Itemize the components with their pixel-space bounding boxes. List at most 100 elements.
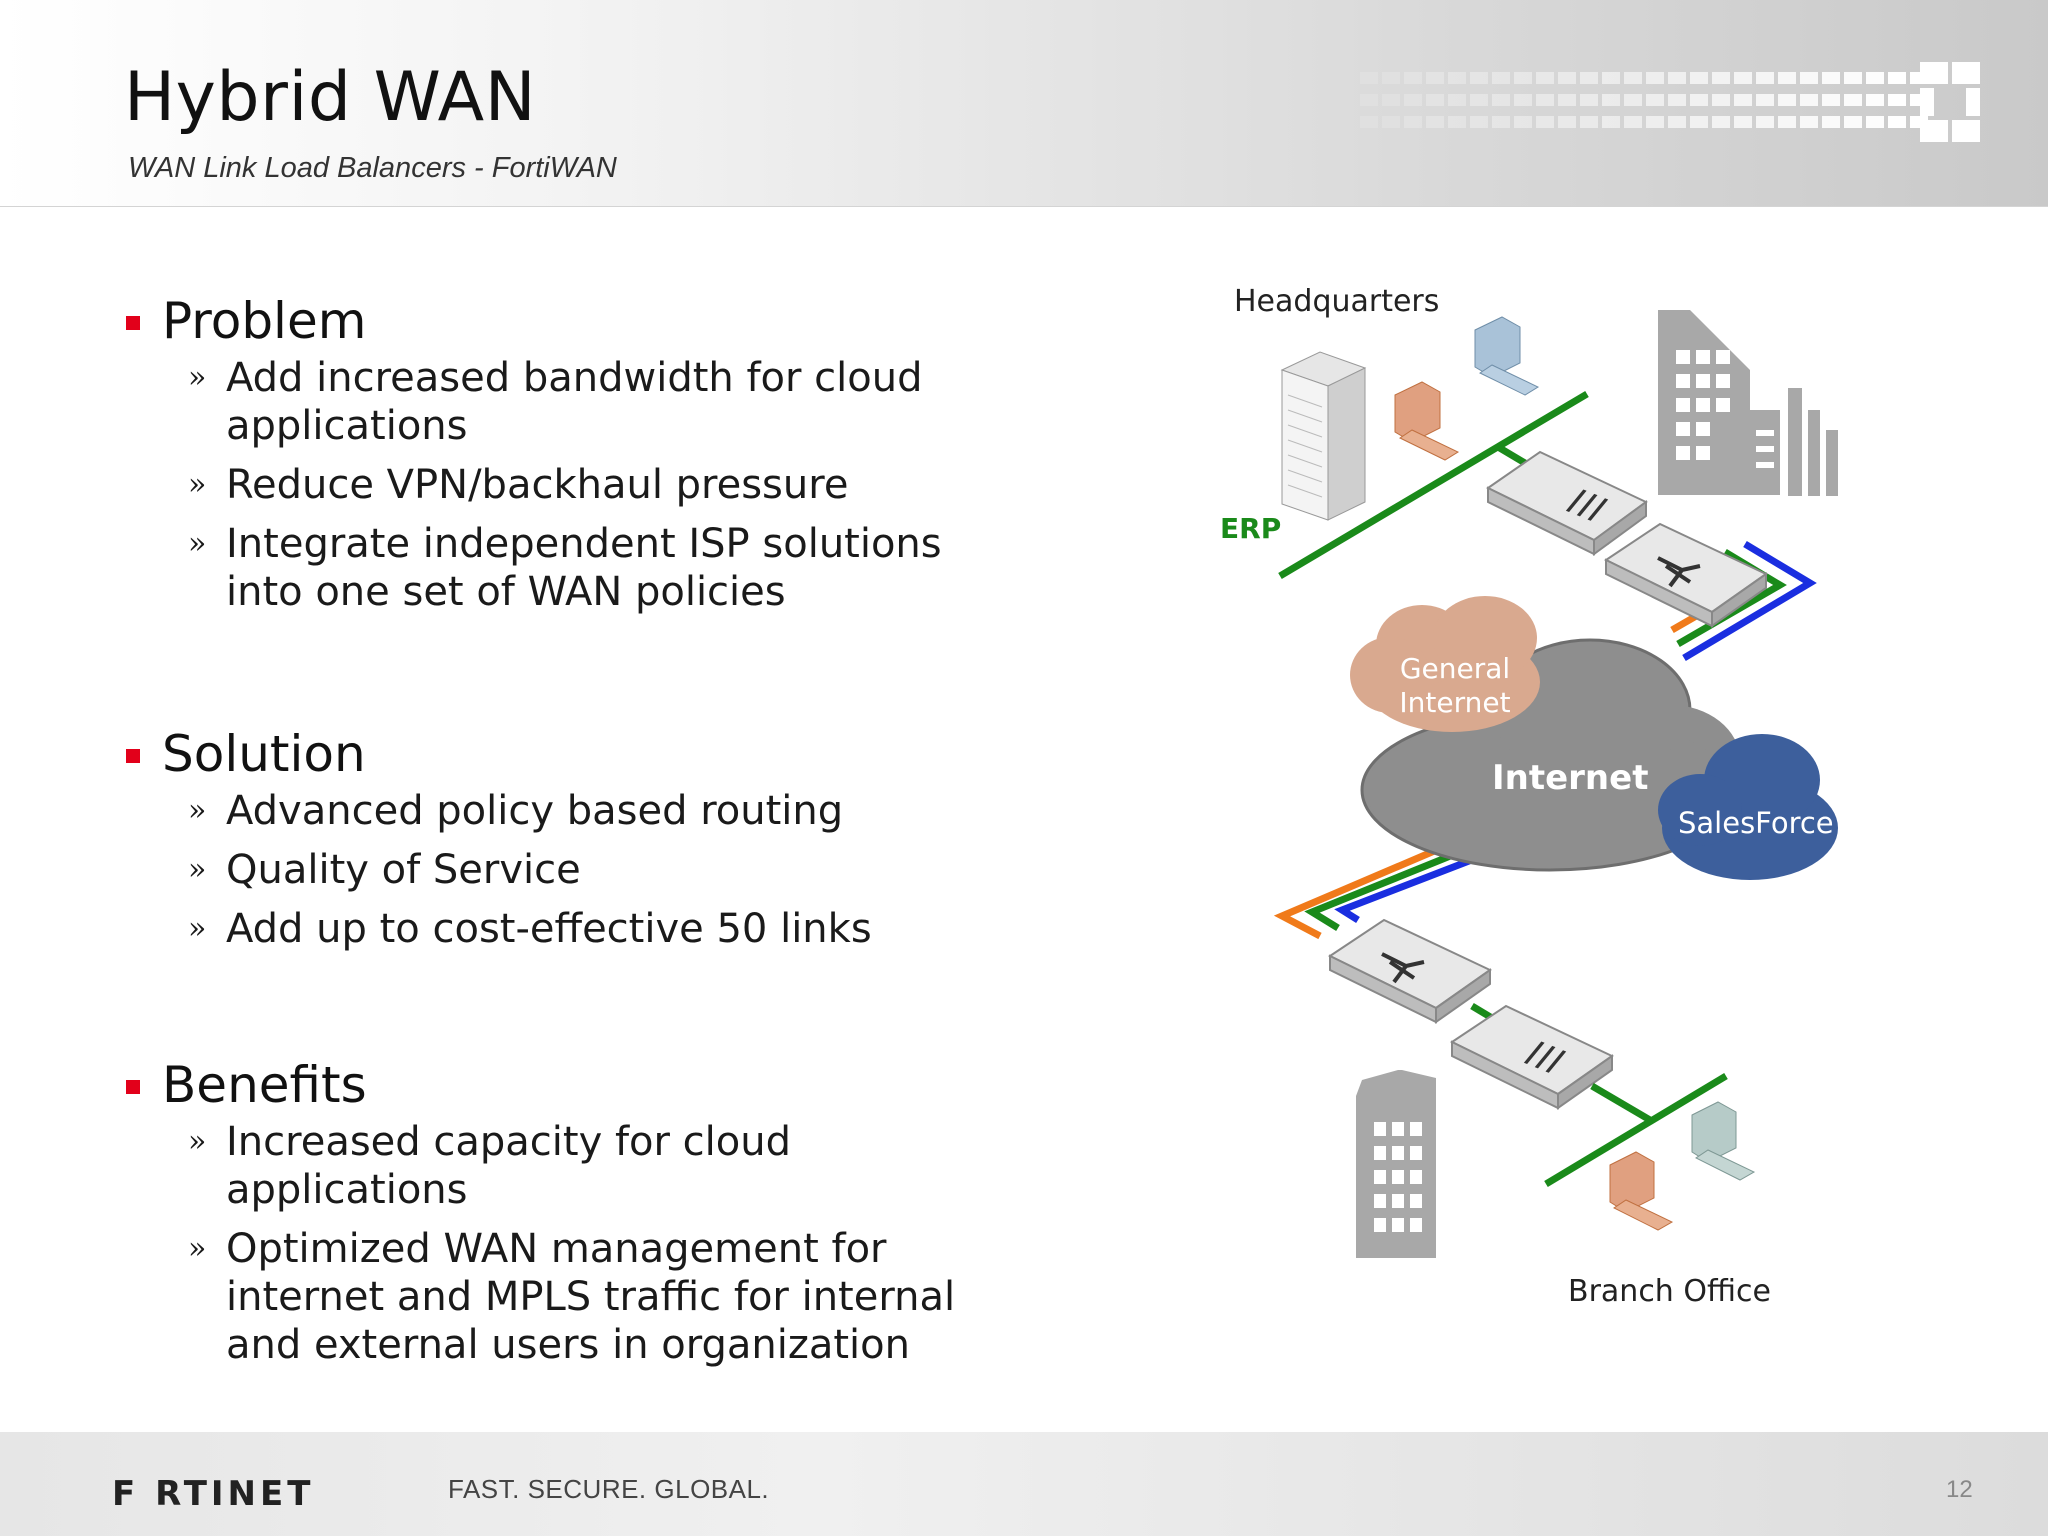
list-item: »Optimized WAN management for internet a… xyxy=(188,1226,956,1368)
headquarters-label: Headquarters xyxy=(1234,284,1440,319)
header-dot-pattern xyxy=(1360,62,1980,142)
header-pattern-dot xyxy=(1448,94,1466,106)
internet-label: Internet xyxy=(1492,758,1649,798)
red-square-bullet-icon xyxy=(126,749,140,763)
header-pattern-dot xyxy=(1778,72,1796,84)
branch-lan-line xyxy=(1544,1072,1728,1188)
header-pattern-dot xyxy=(1426,116,1444,128)
header-pattern-dot xyxy=(1844,72,1862,84)
hq-workstation-blue-icon xyxy=(1474,316,1540,396)
header-pattern-dot xyxy=(1470,72,1488,84)
header-pattern-dot xyxy=(1492,72,1510,84)
chevron-bullet-icon: » xyxy=(188,852,207,887)
branch-lan-link xyxy=(1590,1082,1652,1124)
header-pattern-dot xyxy=(1866,94,1884,106)
section-problem: Problem »Add increased bandwidth for clo… xyxy=(126,292,986,627)
header-pattern-dot xyxy=(1866,72,1884,84)
header-pattern-dot xyxy=(1668,94,1686,106)
header-pattern-dot xyxy=(1404,94,1422,106)
list-item: »Integrate independent ISP solutions int… xyxy=(188,521,942,615)
list-item: »Increased capacity for cloud applicatio… xyxy=(188,1119,791,1213)
header-pattern-dot xyxy=(1668,116,1686,128)
list-item: »Quality of Service xyxy=(188,847,581,893)
header-pattern-dot xyxy=(1624,72,1642,84)
hq-building-windows xyxy=(1676,350,1774,468)
wan-line-orange-branch xyxy=(1273,836,1462,940)
header-pattern-dot xyxy=(1734,72,1752,84)
section-title: Problem xyxy=(126,292,986,350)
page-title: Hybrid WAN xyxy=(124,58,537,137)
list-item: »Advanced policy based routing xyxy=(188,788,844,834)
header-pattern-dot xyxy=(1404,72,1422,84)
header-pattern-dot xyxy=(1756,94,1774,106)
section-solution: Solution »Advanced policy based routing … xyxy=(126,725,986,964)
erp-server-rack-icon xyxy=(1280,351,1367,521)
header-pattern-dot xyxy=(1822,72,1840,84)
header-pattern-dot xyxy=(1426,72,1444,84)
header-pattern-dot xyxy=(1536,116,1554,128)
salesforce-label: SalesForce xyxy=(1678,806,1834,840)
red-square-bullet-icon xyxy=(126,1080,140,1094)
header-pattern-dot xyxy=(1602,94,1620,106)
header-pattern-dot xyxy=(1602,116,1620,128)
header-pattern-dot xyxy=(1778,94,1796,106)
branch-office-label: Branch Office xyxy=(1568,1274,1771,1309)
header-pattern-dot xyxy=(1888,94,1906,106)
header-pattern-dot xyxy=(1382,94,1400,106)
general-internet-label: General Internet xyxy=(1399,652,1511,719)
header-pattern-dot xyxy=(1558,72,1576,84)
list-item: »Add increased bandwidth for cloud appli… xyxy=(188,355,923,449)
header-pattern-dot xyxy=(1734,94,1752,106)
header-pattern-dot xyxy=(1712,72,1730,84)
salesforce-cloud-icon xyxy=(1658,734,1838,880)
header-pattern-dot xyxy=(1514,72,1532,84)
wan-line-blue-branch xyxy=(1334,852,1484,923)
list-item: »Add up to cost-effective 50 links xyxy=(188,906,872,952)
chevron-bullet-icon: » xyxy=(188,360,207,395)
header-band: Hybrid WAN WAN Link Load Balancers - For… xyxy=(0,0,2048,207)
hq-workstation-orange-icon xyxy=(1394,381,1460,461)
general-internet-cloud-icon xyxy=(1350,596,1540,732)
branch-building-icon xyxy=(1356,1070,1436,1258)
red-square-bullet-icon xyxy=(126,316,140,330)
header-pattern-dot xyxy=(1382,72,1400,84)
header-pattern-dot xyxy=(1492,94,1510,106)
header-pattern-dot xyxy=(1360,116,1378,128)
chevron-bullet-icon: » xyxy=(188,1124,207,1159)
section-benefits: Benefits »Increased capacity for cloud a… xyxy=(126,1056,986,1380)
header-pattern-dot xyxy=(1602,72,1620,84)
header-pattern-dot xyxy=(1514,116,1532,128)
header-pattern-dot xyxy=(1778,116,1796,128)
header-pattern-dot xyxy=(1536,72,1554,84)
header-pattern-dot xyxy=(1646,72,1664,84)
chevron-bullet-icon: » xyxy=(188,526,207,561)
header-pattern-dot xyxy=(1360,94,1378,106)
header-pattern-dot xyxy=(1580,116,1598,128)
footer-band xyxy=(0,1432,2048,1536)
header-pattern-dot xyxy=(1888,72,1906,84)
header-pattern-dot xyxy=(1624,116,1642,128)
header-pattern-dot xyxy=(1470,116,1488,128)
branch-device-link xyxy=(1470,1002,1494,1022)
section-title: Benefits xyxy=(126,1056,986,1114)
header-pattern-dot xyxy=(1536,94,1554,106)
header-pattern-dot xyxy=(1492,116,1510,128)
erp-label: ERP xyxy=(1220,512,1282,545)
branch-workstation-orange-icon xyxy=(1609,1151,1674,1231)
hq-lan-line xyxy=(1278,390,1589,580)
header-pattern-dot xyxy=(1646,94,1664,106)
header-pattern-dot xyxy=(1558,94,1576,106)
header-pattern-dot xyxy=(1756,116,1774,128)
fortinet-emblem-block xyxy=(1952,62,1980,84)
header-pattern-dot xyxy=(1404,116,1422,128)
fortinet-logo: F RTINET xyxy=(112,1474,315,1514)
header-pattern-dot xyxy=(1668,72,1686,84)
header-pattern-dot xyxy=(1624,94,1642,106)
branch-fortiwan-device-icon: /// xyxy=(1449,1004,1614,1110)
header-pattern-dot xyxy=(1800,94,1818,106)
header-pattern-dot xyxy=(1514,94,1532,106)
header-pattern-dot xyxy=(1866,116,1884,128)
network-diagram: /// /// xyxy=(1190,270,1950,1330)
fortinet-emblem-block xyxy=(1920,120,1948,142)
chevron-bullet-icon: » xyxy=(188,1231,207,1266)
